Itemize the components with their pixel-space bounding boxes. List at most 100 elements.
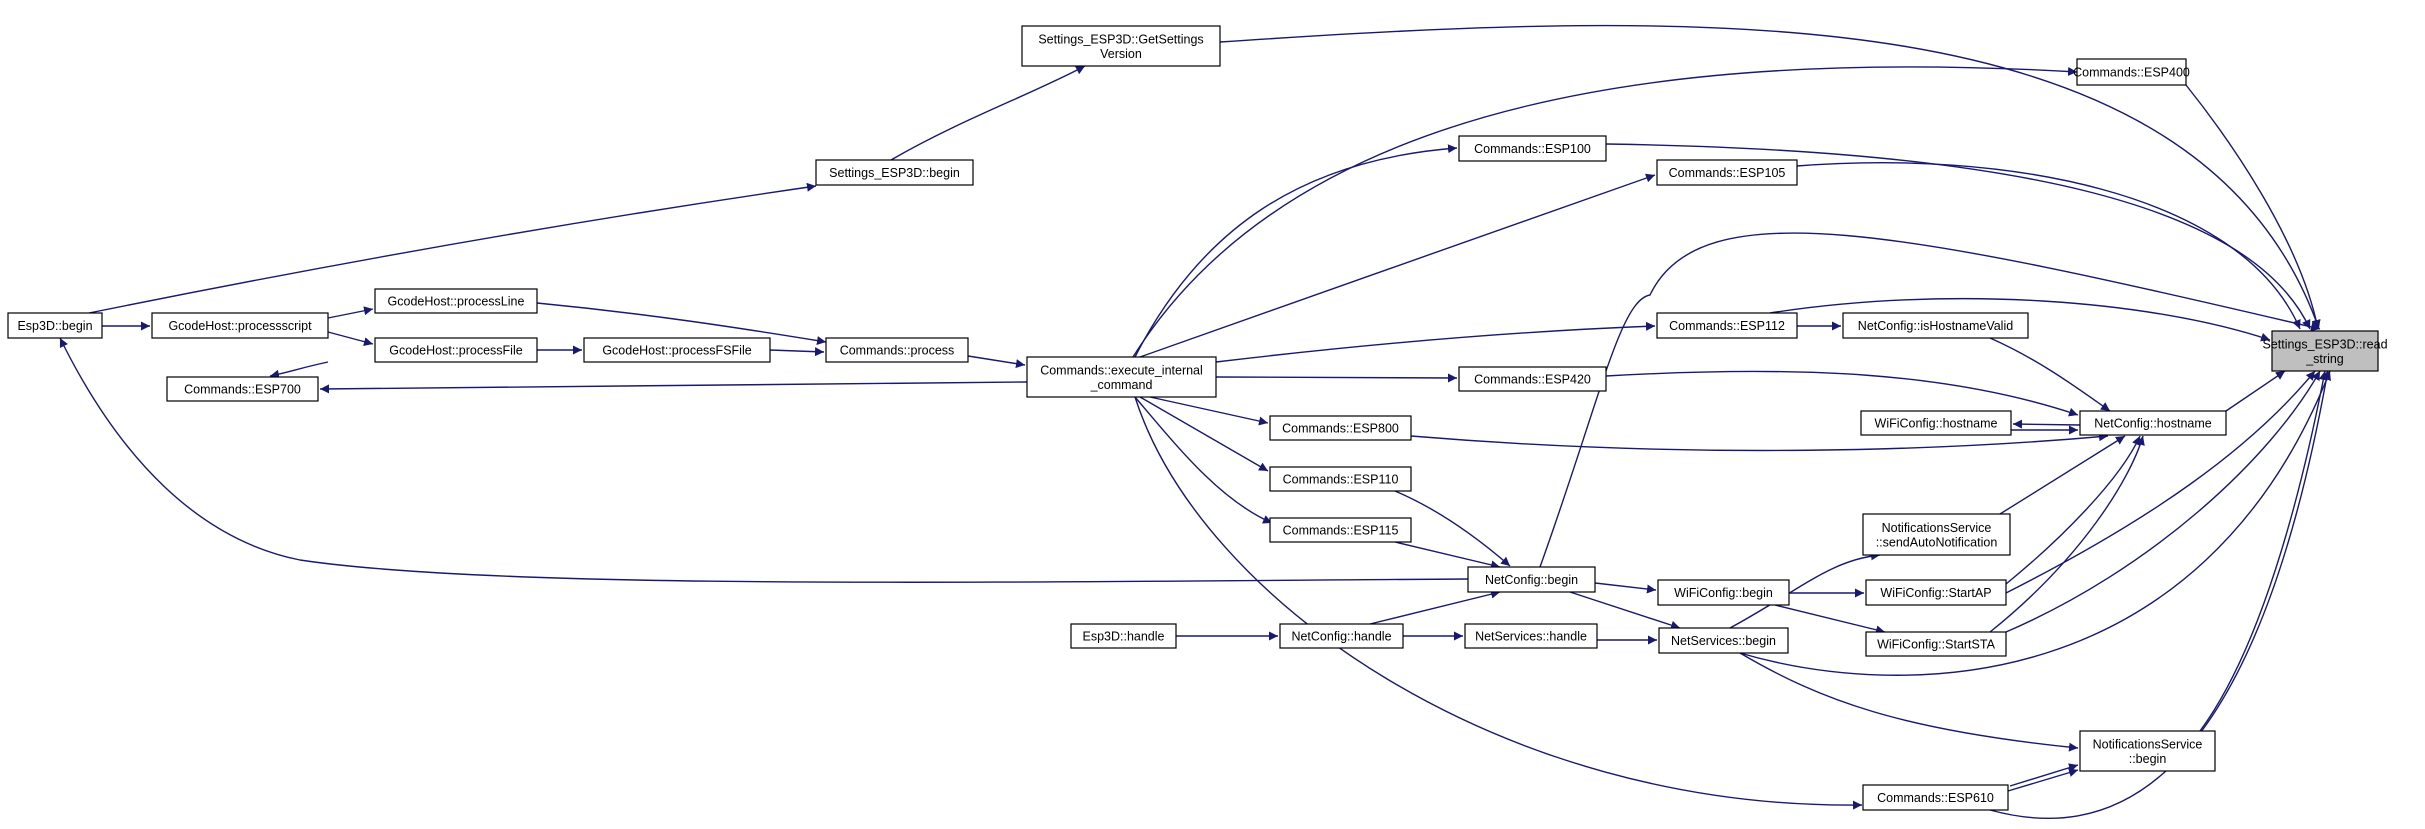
node-box (825, 337, 969, 363)
node-box (1269, 466, 1412, 492)
edge-from-exec_internal (1134, 144, 1458, 358)
edge-arrow (1132, 66, 2078, 358)
node-netconfig-begin[interactable]: NetConfig::begin (1467, 566, 1596, 593)
node-label: GcodeHost::processscript (168, 319, 312, 333)
edge-arrow (769, 347, 825, 357)
edge-from-esp115 (1394, 541, 1501, 570)
edge-from-notif_begin (2199, 370, 2328, 732)
edge-from-settings_begin (890, 65, 1086, 161)
edge-arrow (967, 355, 1026, 369)
node-esp610[interactable]: Commands::ESP610 (1862, 784, 2009, 811)
edge-from-processLine (536, 302, 827, 345)
node-label: Commands::ESP112 (1669, 319, 1785, 333)
edge-from-processscript (327, 331, 374, 347)
edge-from-exec_internal (1134, 396, 1863, 810)
node-label: Version (1100, 47, 1142, 61)
node-start-ap[interactable]: WiFiConfig::StartAP (1865, 579, 2007, 606)
edge-arrow (1594, 582, 1657, 594)
edge-arrow (327, 306, 374, 319)
node-processFSFile[interactable]: GcodeHost::processFSFile (583, 337, 771, 363)
node-is-hostname-valid[interactable]: NetConfig::isHostnameValid (1842, 312, 2029, 339)
edge-from-netconfig_begin (1594, 582, 1657, 594)
node-box (1458, 135, 1607, 162)
node-label: Settings_ESP3D::begin (829, 166, 960, 180)
node-esp400[interactable]: Commands::ESP400 (2073, 58, 2190, 86)
node-box (1070, 623, 1177, 649)
edge-arrow (1769, 297, 2271, 342)
edge-from-netservices_begin (1729, 551, 1881, 629)
edge-arrow (1796, 162, 2301, 330)
node-processFile[interactable]: GcodeHost::processFile (374, 337, 538, 363)
node-label: WiFiConfig::begin (1674, 586, 1773, 600)
node-net-hostname[interactable]: NetConfig::hostname (2079, 410, 2227, 436)
edge-from-netservices_begin (1739, 652, 2079, 752)
edge-arrow (269, 361, 329, 379)
node-esp110[interactable]: Commands::ESP110 (1269, 466, 1412, 492)
node-box (1865, 579, 2007, 606)
node-start-sta[interactable]: WiFiConfig::StartSTA (1865, 631, 2007, 657)
node-send-auto-notif[interactable]: NotificationsService::sendAutoNotificati… (1862, 513, 2011, 556)
node-exec-internal[interactable]: Commands::execute_internal_command (1026, 356, 1217, 398)
edge-from-esp400 (2185, 84, 2321, 330)
node-box (2076, 58, 2187, 86)
edge-from-exec_internal (1149, 396, 1269, 426)
node-label: NetConfig::begin (1485, 573, 1578, 587)
edge-from-processscript (327, 306, 374, 319)
node-box (2079, 410, 2227, 436)
node-netservices-begin[interactable]: NetServices::begin (1658, 627, 1789, 654)
node-label: Commands::ESP610 (1877, 791, 1994, 805)
node-esp700[interactable]: Commands::ESP700 (166, 376, 319, 402)
node-esp800[interactable]: Commands::ESP800 (1269, 415, 1412, 441)
edge-arrow (1369, 589, 1501, 625)
edge-arrow (1149, 396, 1269, 426)
edge-arrow (1410, 432, 2109, 452)
node-esp420[interactable]: Commands::ESP420 (1458, 366, 1607, 392)
node-label: NetConfig::hostname (2094, 417, 2211, 431)
edge-from-exec_internal (1132, 66, 2078, 358)
node-read-string[interactable]: Settings_ESP3D::read_string (2262, 330, 2388, 372)
edge-from-netconfig_begin (1539, 232, 2321, 568)
node-box (1467, 566, 1596, 593)
node-box (374, 337, 538, 363)
node-esp115[interactable]: Commands::ESP115 (1269, 517, 1412, 543)
edge-arrow (2012, 419, 2081, 429)
node-netservices-handle[interactable]: NetServices::handle (1464, 623, 1598, 649)
edge-arrow (536, 302, 827, 345)
edge-from-exec_internal (1215, 321, 1656, 363)
node-label: Commands::ESP110 (1283, 473, 1399, 487)
node-label: Commands::ESP420 (1474, 373, 1591, 387)
node-wificonfig-begin[interactable]: WiFiConfig::begin (1657, 579, 1790, 606)
edge-from-esp112 (1769, 297, 2271, 342)
node-label: Commands::ESP400 (2073, 66, 2190, 80)
edge-arrow (1569, 591, 1681, 630)
node-label: WiFiConfig::hostname (1875, 417, 1998, 431)
node-wifi-hostname[interactable]: WiFiConfig::hostname (1860, 410, 2012, 436)
edge-from-getsettingsversion (1219, 24, 2321, 330)
edge-arrow (1394, 541, 1501, 570)
node-netconfig-handle[interactable]: NetConfig::handle (1279, 623, 1404, 649)
node-settings-begin[interactable]: Settings_ESP3D::begin (815, 159, 974, 186)
node-box (1860, 410, 2012, 436)
node-notif-begin[interactable]: NotificationsService::begin (2079, 730, 2216, 772)
node-cmd-process[interactable]: Commands::process (825, 337, 969, 363)
node-esp3d-begin[interactable]: Esp3D::begin (7, 312, 103, 339)
edge-arrow (1394, 490, 1511, 567)
edge-arrow (1989, 435, 2145, 633)
node-esp100[interactable]: Commands::ESP100 (1458, 135, 1607, 162)
node-esp3d-handle[interactable]: Esp3D::handle (1070, 623, 1177, 649)
node-esp112[interactable]: Commands::ESP112 (1656, 312, 1798, 339)
edge-arrow (2007, 768, 2079, 792)
edge-from-exec_internal (1134, 396, 1273, 524)
node-esp105[interactable]: Commands::ESP105 (1656, 159, 1798, 186)
node-box (1026, 356, 1217, 398)
edge-arrow (1134, 144, 1458, 358)
node-label: NetServices::begin (1671, 634, 1776, 648)
edge-arrow (2009, 763, 2079, 787)
edge-arrow (2005, 435, 2141, 585)
edge-from-netservices_begin (1739, 370, 2331, 676)
node-processLine[interactable]: GcodeHost::processLine (374, 288, 538, 314)
edge-from-is_hostname_valid (1989, 337, 2111, 412)
node-processscript[interactable]: GcodeHost::processscript (151, 312, 329, 339)
